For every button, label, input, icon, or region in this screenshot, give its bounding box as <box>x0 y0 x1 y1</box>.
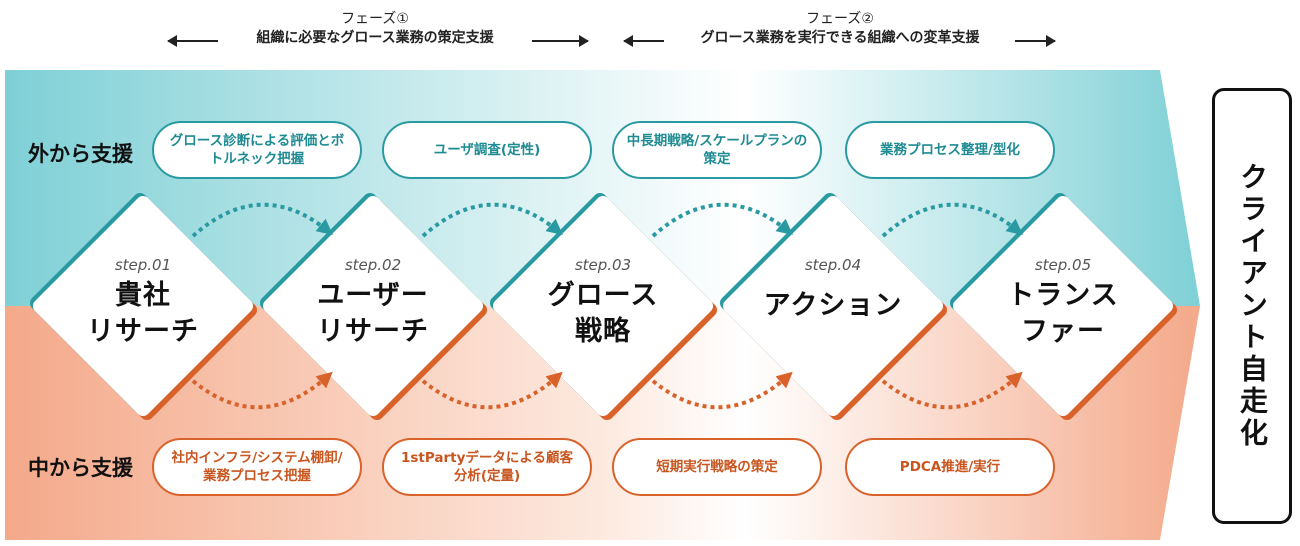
outside-item-1: グロース診断による評価とボトルネック把握 <box>152 121 362 179</box>
step-5-diamond <box>950 193 1177 420</box>
phase-2-left-arrow <box>623 35 664 47</box>
phase-2-desc: グロース業務を実行できる組織への変革支援 <box>700 30 980 46</box>
step-1: step.01 貴社 リサーチ <box>43 256 243 350</box>
orange-flow-arrow-2 <box>421 371 563 410</box>
outside-item-4: 業務プロセス整理/型化 <box>845 121 1055 179</box>
step-4: step.04 アクション <box>733 256 933 324</box>
phase-1-desc: 組織に必要なグロース業務の策定支援 <box>256 30 494 46</box>
outside-item-3: 中長期戦略/スケールプランの策定 <box>612 121 822 179</box>
inside-item-4: PDCA推進/実行 <box>845 438 1055 496</box>
teal-flow-arrow-4 <box>881 202 1023 238</box>
phase-1-header: フェーズ① 組織に必要なグロース業務の策定支援 <box>205 10 545 48</box>
teal-flow-arrow-2 <box>421 202 563 238</box>
step-5-number: step.05 <box>1034 256 1092 274</box>
phase-2-label: フェーズ② <box>806 11 874 27</box>
step-4-number: step.04 <box>804 256 862 274</box>
inside-item-2: 1stPartyデータによる顧客分析(定量) <box>382 438 592 496</box>
teal-flow-arrow-3 <box>651 202 793 238</box>
step-2-number: step.02 <box>344 256 402 274</box>
orange-flow-arrow-3 <box>651 371 793 410</box>
phase-1-label: フェーズ① <box>341 11 409 27</box>
outside-item-2: ユーザ調査(定性) <box>382 121 592 179</box>
step-3-diamond <box>490 193 717 420</box>
orange-flow-arrow-4 <box>881 371 1023 410</box>
phase-2-right-arrow <box>1015 35 1056 47</box>
inside-item-1: 社内インフラ/システム棚卸/業務プロセス把握 <box>152 438 362 496</box>
step-5: step.05 トランス ファー <box>963 256 1163 350</box>
inside-support-label: 中から支援 <box>28 456 133 480</box>
inside-item-3: 短期実行戦略の策定 <box>612 438 822 496</box>
teal-flow-arrow-1 <box>191 202 333 238</box>
phase-1-right-arrow <box>532 35 589 47</box>
step-2-diamond <box>260 193 487 420</box>
client-self-running-label: クライアント自走化 <box>1236 162 1269 450</box>
step-4-diamond <box>720 193 947 420</box>
step-2-title: ユーザー リサーチ <box>317 280 429 347</box>
outside-support-label: 外から支援 <box>28 142 133 166</box>
step-1-diamond <box>30 193 257 420</box>
step-2: step.02 ユーザー リサーチ <box>273 256 473 350</box>
step-3-number: step.03 <box>574 256 632 274</box>
phase-2-header: フェーズ② グロース業務を実行できる組織への変革支援 <box>655 10 1025 48</box>
step-5-title: トランス ファー <box>1007 280 1119 347</box>
step-1-title: 貴社 リサーチ <box>87 280 199 347</box>
step-3: step.03 グロース 戦略 <box>503 256 703 350</box>
step-4-title: アクション <box>763 290 903 321</box>
step-3-title: グロース 戦略 <box>547 280 659 347</box>
step-1-number: step.01 <box>114 256 172 274</box>
phase-1-left-arrow <box>167 35 218 47</box>
client-self-running-box: クライアント自走化 <box>1212 88 1292 524</box>
orange-flow-arrow-1 <box>191 371 333 410</box>
